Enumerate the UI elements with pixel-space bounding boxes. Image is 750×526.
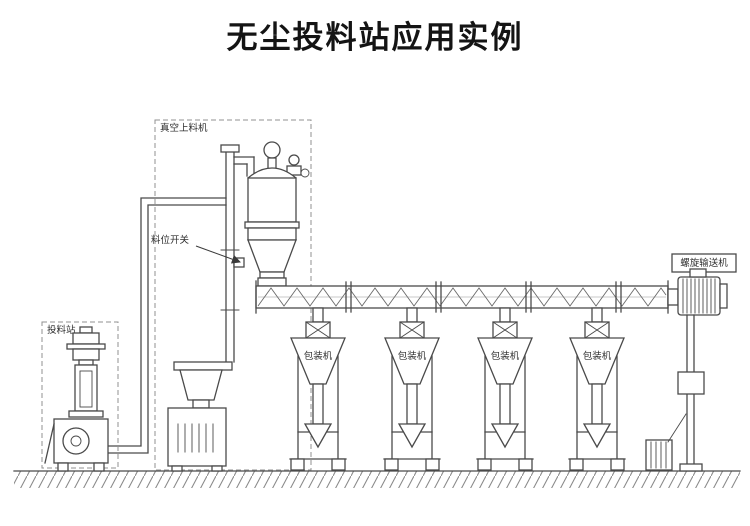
hopper-lid — [173, 361, 233, 371]
vessel-body — [247, 177, 297, 223]
screw-conveyor — [255, 280, 669, 314]
leader-arrow — [195, 245, 241, 264]
control-cabinet — [167, 407, 227, 467]
collection-bin — [645, 439, 673, 471]
packing-machine: 包装机 — [289, 307, 347, 471]
level-switch-sensor — [233, 257, 245, 268]
screw-flights — [257, 287, 667, 307]
feed-station-label: 投料站 — [47, 324, 76, 336]
packing-machine-label: 包装机 — [491, 350, 520, 362]
suction-piping — [107, 144, 255, 454]
feed-station-boundary — [41, 321, 119, 469]
vessel-dome — [247, 167, 297, 179]
small-hopper — [179, 369, 223, 401]
vacuum-feeder-label: 真空上料机 — [160, 122, 208, 134]
junction-box — [677, 371, 705, 395]
vessel-cone — [247, 239, 297, 273]
ground-hatch — [13, 470, 741, 488]
page-title: 无尘投料站应用实例 — [227, 20, 524, 55]
level-switch-callout: 料位开关 — [151, 234, 241, 264]
valve-fitting — [288, 154, 300, 166]
level-switch-label: 料位开关 — [151, 234, 190, 246]
conveyor-motor: 螺旋输送机 — [645, 253, 737, 472]
packing-machine: 包装机 — [476, 307, 534, 471]
screw-conveyor-label: 螺旋输送机 — [680, 257, 728, 269]
packing-machine-label: 包装机 — [583, 350, 612, 362]
packing-machine-label: 包装机 — [304, 350, 333, 362]
vacuum-feeder: 真空上料机 — [154, 119, 312, 472]
packing-machine: 包装机 — [568, 307, 626, 471]
packing-machine-label: 包装机 — [398, 350, 427, 362]
vessel-top-motor — [263, 141, 281, 159]
feed-station: 投料站 — [41, 321, 119, 472]
packing-machine: 包装机 — [383, 307, 441, 471]
